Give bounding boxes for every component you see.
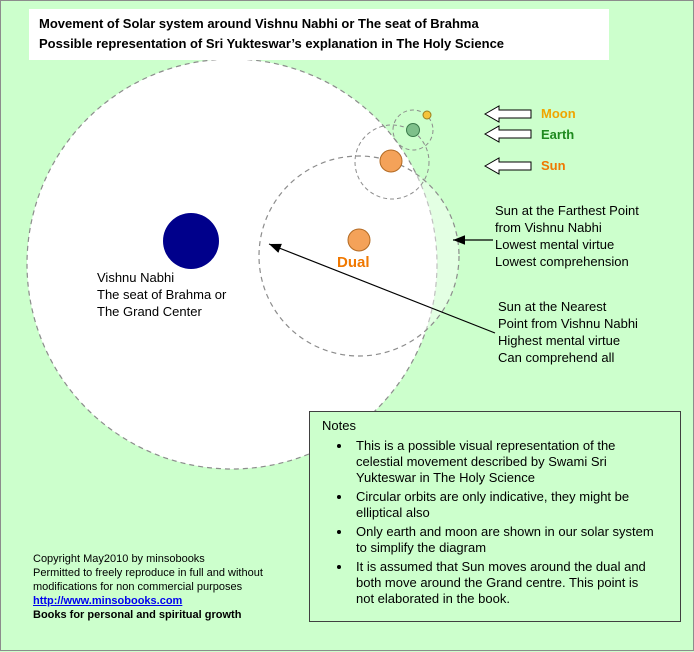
farthest-point-annotation: Sun at the Farthest Point from Vishnu Na… <box>495 202 690 270</box>
earth-legend-arrow-icon <box>483 125 532 143</box>
earth-circle <box>406 123 420 137</box>
title-line-1: Movement of Solar system around Vishnu N… <box>39 16 479 31</box>
nearest-annotation-line-4: Can comprehend all <box>498 350 615 365</box>
title-box: Movement of Solar system around Vishnu N… <box>29 9 609 60</box>
footer-tagline: Books for personal and spiritual growth <box>33 609 242 621</box>
notes-item: It is assumed that Sun moves around the … <box>352 559 656 607</box>
farthest-annotation-line-4: Lowest comprehension <box>495 254 629 269</box>
notes-item: Circular orbits are only indicative, the… <box>352 489 656 521</box>
moon-legend-arrow-icon <box>483 105 532 123</box>
earth-legend-label: Earth <box>541 127 575 142</box>
notes-item: This is a possible visual representation… <box>352 438 656 486</box>
sun-circle <box>379 149 403 173</box>
moon-legend-label: Moon <box>541 106 576 121</box>
vishnu-nabhi-label-line-3: The Grand Center <box>97 304 202 319</box>
nearest-annotation-line-1: Sun at the Nearest <box>498 299 607 314</box>
dual-circle <box>347 228 371 252</box>
copyright-line: Copyright May2010 by minsobooks <box>33 553 205 565</box>
minsobooks-link[interactable]: http://www.minsobooks.com <box>33 595 183 607</box>
notes-item: Only earth and moon are shown in our sol… <box>352 524 656 556</box>
permission-line-1: Permitted to freely reproduce in full an… <box>33 567 263 579</box>
title-line-2: Possible representation of Sri Yukteswar… <box>39 36 505 51</box>
notes-list: This is a possible visual representation… <box>320 438 670 607</box>
permission-line-2: modifications for non commercial purpose… <box>33 581 243 593</box>
farthest-annotation-line-1: Sun at the Farthest Point <box>495 203 639 218</box>
farthest-annotation-line-3: Lowest mental virtue <box>495 237 615 252</box>
vishnu-nabhi-label-line-1: Vishnu Nabhi <box>97 270 175 285</box>
dual-label: Dual <box>337 254 370 271</box>
vishnu-nabhi-label-line-2: The seat of Brahma or <box>97 287 227 302</box>
nearest-point-annotation: Sun at the Nearest Point from Vishnu Nab… <box>498 298 693 366</box>
nearest-point-arrow-icon <box>268 243 496 334</box>
sun-orbit-circle <box>258 155 460 357</box>
moon-orbit-circle <box>392 109 434 151</box>
earth-orbit-circle <box>354 124 430 200</box>
vishnu-nabhi-label: Vishnu Nabhi The seat of Brahma or The G… <box>97 269 226 320</box>
notes-heading: Notes <box>322 418 356 433</box>
nearest-annotation-line-2: Point from Vishnu Nabhi <box>498 316 638 331</box>
footer: Copyright May2010 by minsobooks Permitte… <box>33 552 263 622</box>
sun-legend-label: Sun <box>541 158 566 173</box>
nearest-annotation-line-3: Highest mental virtue <box>498 333 621 348</box>
farthest-annotation-line-2: from Vishnu Nabhi <box>495 220 602 235</box>
notes-box: Notes This is a possible visual represen… <box>309 411 681 622</box>
moon-circle <box>422 110 432 120</box>
sun-legend-arrow-icon <box>483 157 532 175</box>
vishnu-nabhi-circle <box>163 213 219 269</box>
